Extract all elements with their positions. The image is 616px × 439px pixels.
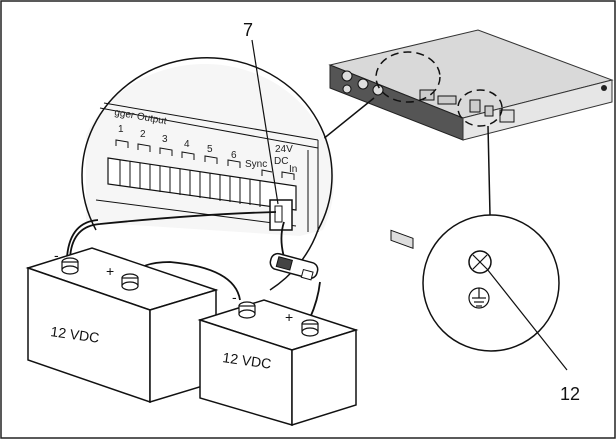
dc-in-connector (269, 199, 293, 231)
battery-right (197, 299, 359, 427)
battery-left-pos-sign: + (106, 263, 114, 279)
dc-label: DC (274, 156, 288, 167)
battery-left-label: 12 VDC (50, 323, 101, 346)
sync-label: Sync (245, 159, 267, 170)
trigger-zoom: gger Output 1 2 3 4 5 6 Sync 24V DC In (81, 57, 334, 291)
callout-7: 7 (243, 20, 253, 40)
detail-circle-trigger (375, 51, 441, 103)
callout-12-leader (486, 268, 568, 371)
battery-left-neg-sign: - (54, 247, 59, 263)
callout-7-leader (251, 39, 279, 205)
dc-24v-label: 24V (275, 144, 293, 155)
detail-circle-ground (457, 89, 503, 127)
channel-label-1: 1 (118, 124, 124, 135)
ground-zoom (422, 214, 568, 371)
dc-in-label: In (289, 164, 297, 175)
terminal-block (107, 157, 297, 231)
fuse-icon (269, 252, 319, 281)
battery-right-label: 12 VDC (222, 349, 273, 372)
channel-label-6: 6 (231, 150, 237, 161)
channel-label-5: 5 (207, 144, 213, 155)
channel-label-4: 4 (184, 139, 190, 150)
leader-line-ground (487, 125, 491, 216)
battery-right-neg-sign: - (232, 289, 237, 305)
battery-right-pos-sign: + (285, 309, 293, 325)
ground-symbol-icon (468, 287, 490, 309)
rack-device (328, 29, 614, 250)
channel-label-3: 3 (162, 134, 168, 145)
callout-12: 12 (560, 384, 580, 404)
channel-label-2: 2 (140, 129, 146, 140)
